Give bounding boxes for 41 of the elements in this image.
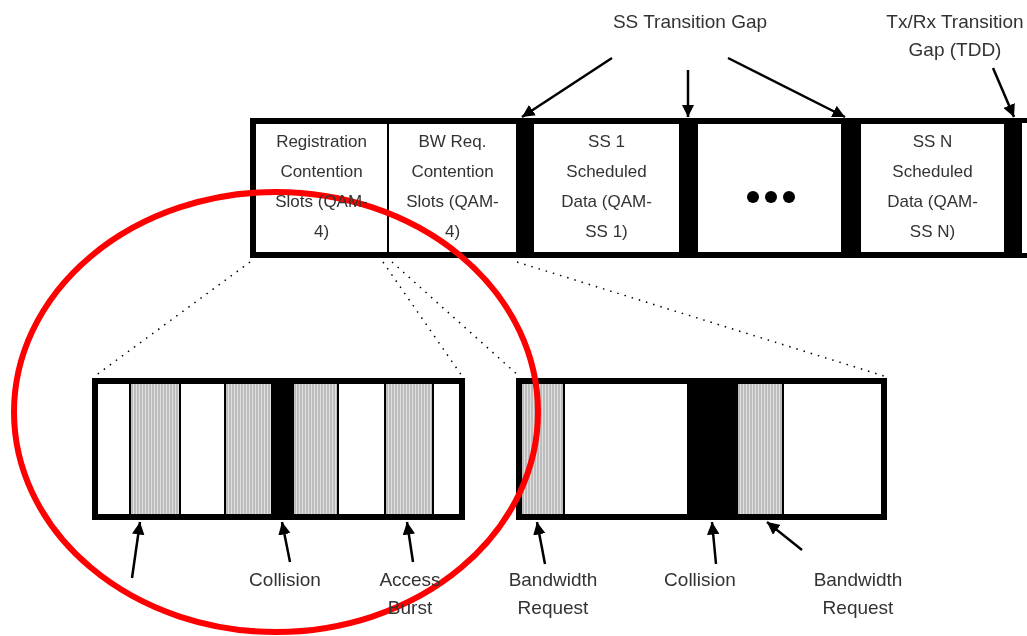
callout-label: SS Transition Gap: [590, 8, 790, 68]
burst-slot: [225, 383, 272, 515]
arrow: [991, 67, 1016, 118]
callout-label: Bandwidth Request: [498, 566, 608, 622]
arrow: [706, 521, 720, 565]
frame-slot: [255, 123, 388, 253]
arrow: [766, 521, 803, 551]
frame-slot: [388, 123, 517, 253]
zoom-line: [94, 261, 251, 377]
arrow: [681, 70, 695, 117]
arrow: [402, 521, 416, 563]
burst-slot: [293, 383, 338, 515]
arrow: [278, 521, 292, 563]
frame-strip: [92, 378, 465, 520]
frame-slot: [564, 383, 688, 515]
arrow: [130, 521, 145, 579]
callout-label: Collision: [655, 566, 745, 594]
callout-label: Collision: [240, 566, 330, 594]
slot-label: SS N Scheduled Data (QAM-SS N): [886, 131, 979, 243]
frame-strip: [516, 378, 887, 520]
callout-label: Tx/Rx Transition Gap (TDD): [880, 8, 1027, 68]
burst-slot: [385, 383, 433, 515]
arrow: [521, 56, 613, 119]
callout-label: Bandwidth Request: [803, 566, 913, 622]
slot-label: SS 1 Scheduled Data (QAM-SS 1): [560, 131, 653, 243]
frame-slot: [783, 383, 882, 515]
frame-slot: [338, 383, 385, 515]
frame-slot: [533, 123, 680, 253]
frame-slot: [697, 123, 842, 253]
frame-slot: [860, 123, 1005, 253]
slot-label: BW Req. Contention Slots (QAM-4): [405, 131, 500, 243]
frame-slot: [433, 383, 460, 515]
zoom-line: [382, 261, 463, 377]
burst-slot: [130, 383, 180, 515]
arrow: [727, 56, 846, 119]
frame-slot: [97, 383, 130, 515]
frame-strip: [250, 118, 1027, 258]
arrow: [533, 521, 547, 565]
frame-slot: [180, 383, 225, 515]
burst-slot: [737, 383, 783, 515]
zoom-line: [516, 261, 885, 377]
